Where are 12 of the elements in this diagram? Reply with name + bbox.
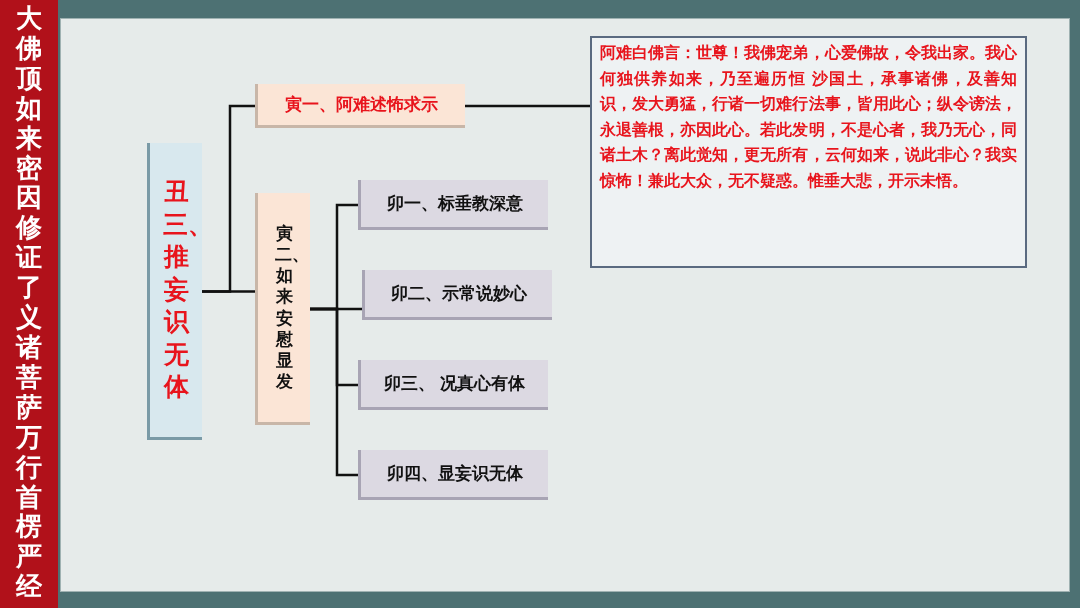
subtopic-box: 卯一、标垂教深意 — [358, 180, 548, 230]
topic-box: 寅二、如来安慰显发 — [255, 193, 310, 425]
quote-box: 阿难白佛言：世尊！我佛宠弟，心爱佛故，令我出家。我心何独供养如来，乃至遍历恒 沙国土，承事诸佛，及善知识，发大勇猛，行诸一切难行法事，皆用此心；纵令谤法，永退善根，亦因此心。若此发明，不是心者，我乃无心，同诸土木？离此觉知，更无所有，云何如来，说此非心？我实惊怖！兼此大众，无不疑惑。惟垂大悲，开示未悟。 — [590, 36, 1027, 268]
heading-box: 丑三、推妄识无体 — [147, 143, 202, 440]
title: 大佛顶如来密因修证了义诸菩萨万行首楞严经 — [15, 4, 43, 603]
subtopic-box: 卯二、示常说妙心 — [362, 270, 552, 320]
connector-line — [465, 104, 590, 108]
connector-line — [202, 290, 255, 293]
connector-line — [310, 307, 358, 477]
subtopic-box: 卯三、 况真心有体 — [358, 360, 548, 410]
topic-box: 寅一、阿难述怖求示 — [255, 84, 465, 128]
subtopic-box: 卯四、显妄识无体 — [358, 450, 548, 500]
